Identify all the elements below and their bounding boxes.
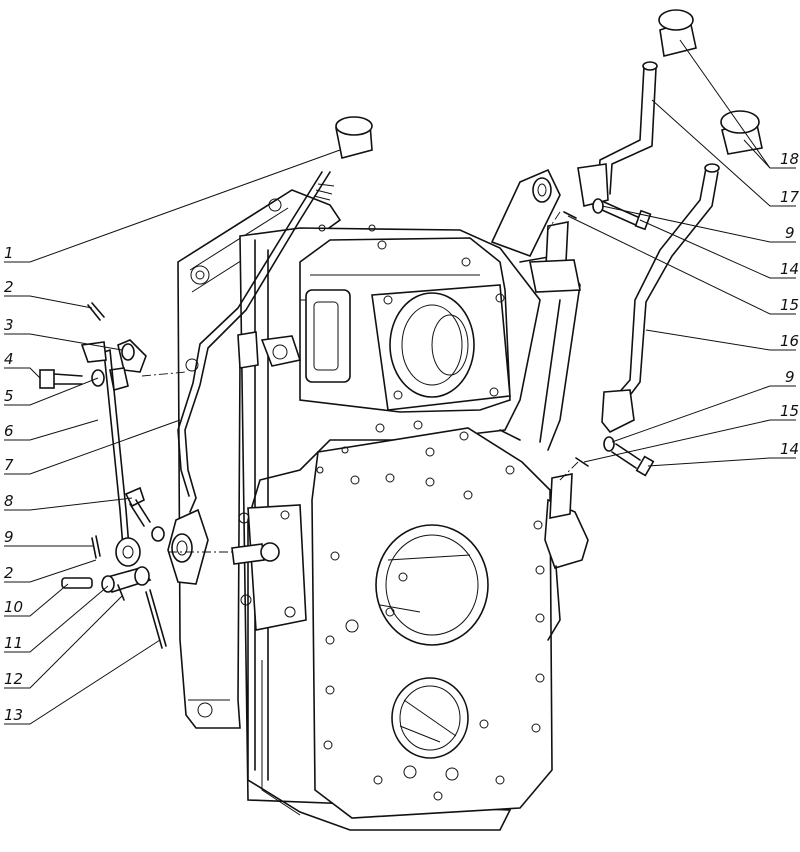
callout-11: 11 — [4, 634, 24, 652]
housing — [177, 168, 589, 831]
callout-15-upper: 15 — [780, 296, 800, 314]
leader-lines — [4, 39, 796, 725]
callout-2-lower: 2 — [4, 564, 14, 582]
callout-9-right-upper: 9 — [785, 224, 795, 242]
callout-14-upper: 14 — [780, 260, 800, 278]
callout-9-left: 9 — [4, 528, 14, 546]
linkage-parts — [39, 302, 167, 649]
callout-6: 6 — [4, 422, 14, 440]
callout-17: 17 — [780, 188, 800, 206]
callout-9-right-lower: 9 — [785, 368, 795, 386]
callout-7: 7 — [4, 456, 14, 474]
callout-14-lower: 14 — [780, 440, 800, 458]
shift-lever-left — [167, 116, 373, 585]
callout-15-lower: 15 — [780, 402, 800, 420]
callout-8: 8 — [4, 492, 14, 510]
callout-12: 12 — [4, 670, 24, 688]
shift-levers-right — [529, 9, 763, 519]
callout-10: 10 — [4, 598, 24, 616]
callout-4: 4 — [4, 350, 14, 368]
callout-2: 2 — [4, 278, 14, 296]
callout-1: 1 — [4, 244, 14, 262]
callout-5: 5 — [4, 387, 14, 405]
assembly-axes — [141, 211, 579, 553]
callout-18: 18 — [780, 150, 800, 168]
callout-13: 13 — [4, 706, 24, 724]
callout-3: 3 — [4, 316, 14, 334]
callout-16: 16 — [780, 332, 800, 350]
